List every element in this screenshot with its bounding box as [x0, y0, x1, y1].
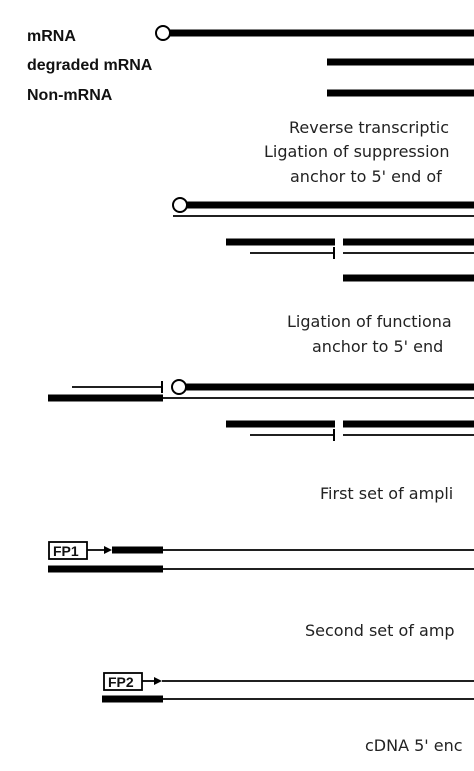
- mrna-with-cdna: [172, 197, 474, 217]
- step1-line3: anchor to 5' end of: [290, 167, 442, 186]
- step2-line1: Ligation of functiona: [287, 312, 452, 331]
- cap-circle-icon: [155, 25, 171, 41]
- step5-text: cDNA 5' enc: [365, 736, 463, 755]
- label-degraded-mrna: degraded mRNA: [27, 57, 153, 74]
- ligated-mrna: [48, 379, 474, 402]
- mrna-strand: [155, 25, 474, 41]
- cap-circle-icon: [172, 197, 188, 213]
- degraded-mrna-with-anchor: [226, 238, 474, 259]
- step3-text: First set of ampli: [320, 484, 453, 503]
- label-non-mrna: Non-mRNA: [27, 87, 113, 104]
- arrow-right-icon: [154, 677, 162, 685]
- first-amplification: FP1: [48, 541, 474, 573]
- degraded-mrna-with-anchor-2: [226, 420, 474, 441]
- second-amplification: FP2: [102, 672, 474, 703]
- step2-line2: anchor to 5' end: [312, 337, 443, 356]
- cap-circle-icon: [171, 379, 187, 395]
- step1-line2: Ligation of suppression: [264, 142, 449, 161]
- fp2-label: FP2: [108, 674, 134, 690]
- label-mrna: mRNA: [27, 28, 76, 45]
- step1-line1: Reverse transcriptic: [289, 118, 449, 137]
- step4-text: Second set of amp: [305, 621, 455, 640]
- arrow-right-icon: [104, 546, 112, 554]
- fp1-label: FP1: [53, 543, 79, 559]
